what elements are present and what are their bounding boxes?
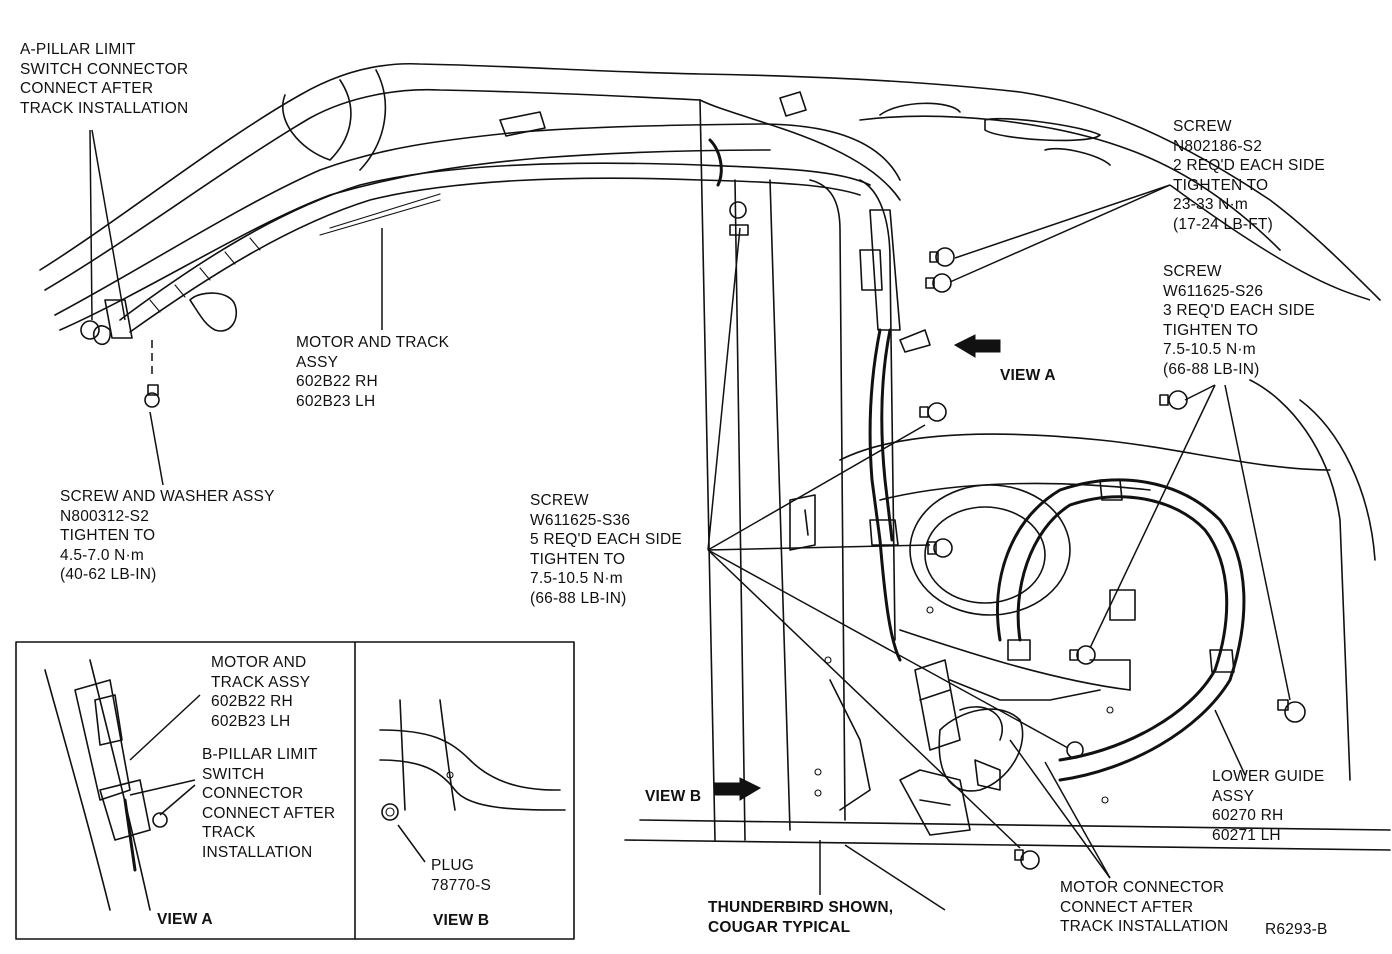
inset-b-plug-label: PLUG 78770-S	[431, 857, 492, 894]
view-b-pointer-label: VIEW B	[645, 788, 702, 805]
inset-frames	[15, 641, 575, 940]
inset-a-b-pillar-label: B-PILLAR LIMIT SWITCH CONNECTOR CONNECT …	[202, 746, 336, 861]
b-pillar	[624, 99, 1391, 851]
screw-w611625-s26-label: SCREW W611625-S26 3 REQ'D EACH SIDE TIGH…	[1163, 263, 1315, 378]
screw-n802186-label: SCREW N802186-S2 2 REQ'D EACH SIDE TIGHT…	[1173, 118, 1325, 233]
inset-a-drawing	[44, 659, 201, 911]
lower-guide-cable	[996, 478, 1246, 782]
inset-a-caption: VIEW A	[157, 911, 213, 928]
a-pillar-connector-label: A-PILLAR LIMIT SWITCH CONNECTOR CONNECT …	[20, 41, 189, 117]
wiring-harness	[708, 138, 931, 662]
roof-outline	[39, 62, 1381, 331]
figure-id: R6293-B	[1265, 921, 1328, 938]
lower-guide-label: LOWER GUIDE ASSY 60270 RH 60271 LH	[1212, 768, 1325, 844]
screw-w611625-s36-label: SCREW W611625-S36 5 REQ'D EACH SIDE TIGH…	[530, 492, 682, 607]
leader-lines	[89, 129, 1371, 911]
inset-a-motor-track-label: MOTOR AND TRACK ASSY 602B22 RH 602B23 LH	[211, 654, 311, 730]
motor-connector-label: MOTOR CONNECTOR CONNECT AFTER TRACK INST…	[1060, 879, 1229, 935]
screw-washer-label: SCREW AND WASHER ASSY N800312-S2 TIGHTEN…	[60, 488, 275, 583]
view-a-pointer-label: VIEW A	[1000, 367, 1056, 384]
fasteners	[80, 201, 1306, 870]
thunderbird-note: THUNDERBIRD SHOWN, COUGAR TYPICAL	[708, 899, 894, 936]
door-inner-panel	[814, 379, 1376, 811]
window-motor	[899, 659, 1024, 836]
view-arrows	[714, 334, 1001, 801]
header-rail	[92, 162, 871, 346]
inset-b-caption: VIEW B	[433, 912, 490, 929]
motor-track-label: MOTOR AND TRACK ASSY 602B22 RH 602B23 LH	[296, 334, 450, 410]
inset-b-drawing	[379, 699, 566, 863]
